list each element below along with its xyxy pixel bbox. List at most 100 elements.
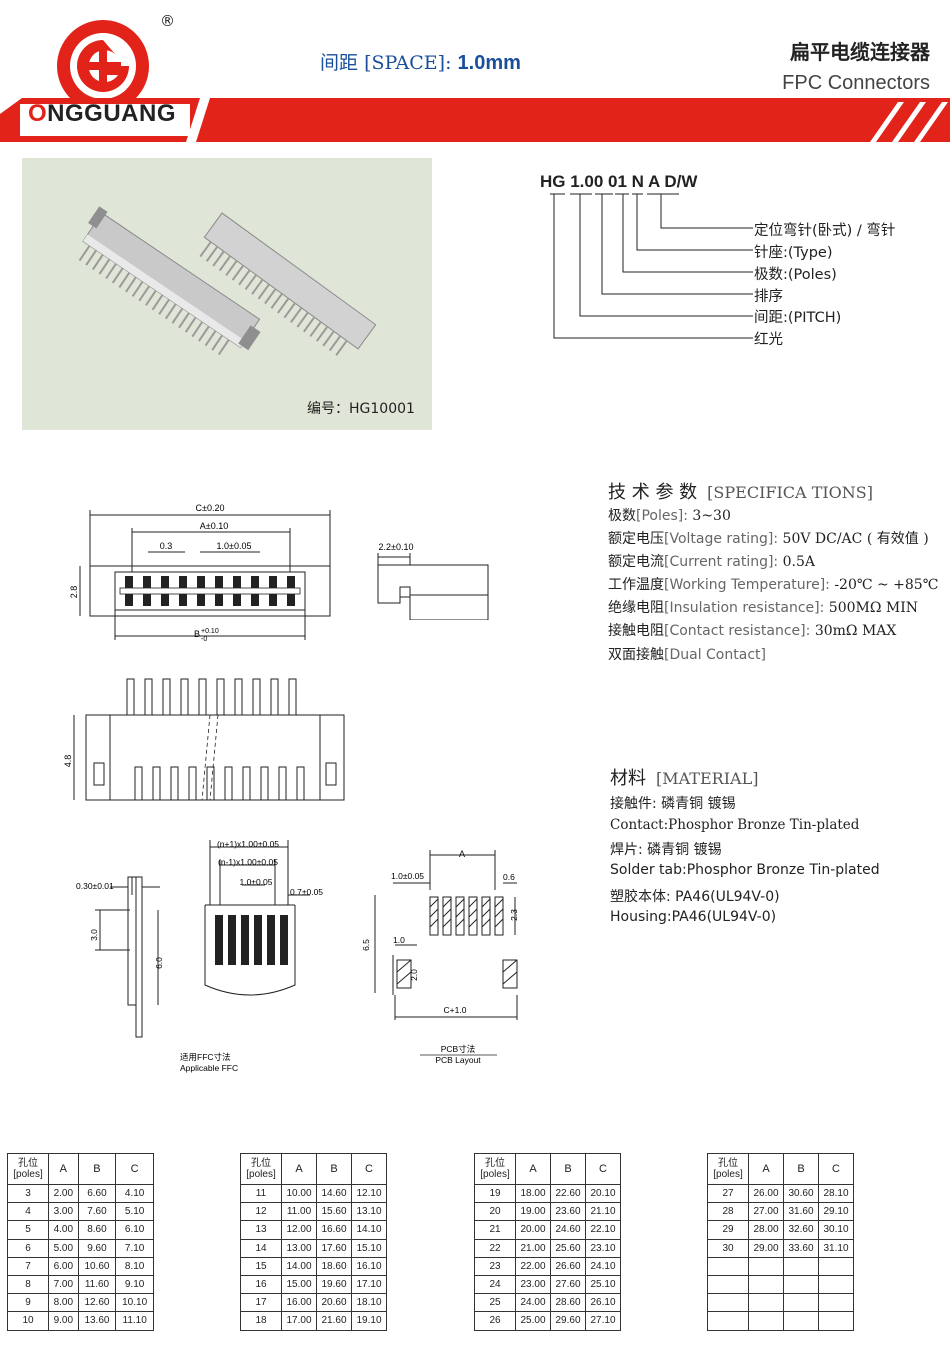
cell-c: 18.10: [351, 1293, 387, 1313]
cell-b: 26.60: [550, 1256, 586, 1276]
cell-c: [818, 1311, 854, 1331]
spec-row: 绝缘电阻[Insulation resistance]: 500MΩ MIN: [608, 597, 918, 617]
front-view-drawing: 4.8: [63, 678, 345, 801]
cell-b: 13.60: [77, 1311, 117, 1331]
cell-c: [818, 1256, 854, 1276]
cell-b: 6.60: [77, 1183, 117, 1204]
spec-label-en: [Poles]:: [636, 508, 688, 524]
cell-c: 6.10: [115, 1220, 154, 1240]
col-c: C: [818, 1153, 854, 1185]
cell-a: 20.00: [515, 1220, 551, 1240]
cell-a: 16.00: [281, 1293, 317, 1313]
col-poles: 孔位[poles]: [474, 1153, 516, 1185]
cell-poles: 18: [240, 1311, 282, 1331]
dim-ffc-pitch: 1.0±0.05: [239, 877, 272, 887]
cell-c: 27.10: [585, 1311, 621, 1331]
cell-a: 14.00: [281, 1256, 317, 1276]
spec-row: 额定电压[Voltage rating]: 50V DC/AC ( 有效值 ): [608, 528, 929, 548]
cell-b: 21.60: [316, 1311, 352, 1331]
cell-poles: 27: [707, 1183, 749, 1204]
space-label-en: [SPACE]:: [364, 52, 452, 74]
cell-poles: 5: [7, 1220, 49, 1240]
spec-value: -20℃ ~ +85℃: [834, 577, 939, 593]
space-label-cn: 间距: [320, 52, 359, 74]
cell-poles: 22: [474, 1238, 516, 1258]
brand-name: ONGGUANG: [28, 100, 176, 128]
cell-a: 23.00: [515, 1274, 551, 1295]
pcb-caption-cn: PCB寸法: [441, 1044, 475, 1054]
cell-poles: 20: [474, 1202, 516, 1222]
poles-label-cn: 孔位: [251, 1158, 271, 1169]
cell-c: 24.10: [585, 1256, 621, 1276]
cell-poles: 10: [7, 1311, 49, 1331]
material-heading: 材料[MATERIAL]: [610, 764, 758, 790]
cell-poles: 17: [240, 1293, 282, 1313]
ffc-caption-cn: 适用FFC寸法: [180, 1052, 231, 1062]
page-title-cn: 扁平电缆连接器: [790, 40, 930, 64]
poles-label-cn: 孔位: [718, 1158, 738, 1169]
cell-b: 10.60: [77, 1256, 117, 1276]
col-poles: 孔位[poles]: [707, 1153, 749, 1185]
material-line: Housing:PA46(UL94V-0): [610, 909, 777, 925]
cell-a: [748, 1293, 784, 1313]
cell-c: 5.10: [115, 1202, 154, 1222]
cell-poles: [707, 1274, 749, 1295]
cell-c: 12.10: [351, 1183, 387, 1204]
cell-b: [783, 1256, 819, 1276]
col-c: C: [351, 1153, 387, 1185]
cell-c: 22.10: [585, 1220, 621, 1240]
cell-b: 31.60: [783, 1202, 819, 1222]
poles-label-en: [poles]: [713, 1169, 743, 1180]
cell-poles: 21: [474, 1220, 516, 1240]
cell-b: 27.60: [550, 1274, 586, 1295]
space-value: 1.0mm: [457, 52, 521, 74]
cell-b: 33.60: [783, 1238, 819, 1258]
top-view-drawing: C±0.20 A±0.10 0.3 1.0±0.05 2.8 B +0.10 -…: [69, 503, 331, 643]
spec-value: 0.5A: [782, 554, 815, 570]
cell-poles: [707, 1293, 749, 1313]
cell-poles: [707, 1256, 749, 1276]
cell-poles: 3: [7, 1183, 49, 1204]
spec-label-cn: 接触电阻: [608, 623, 664, 639]
cell-poles: 19: [474, 1183, 516, 1204]
cell-b: 16.60: [316, 1220, 352, 1240]
cell-poles: 11: [240, 1183, 282, 1204]
specs-heading: 技 术 参 数[SPECIFICA TIONS]: [608, 478, 873, 504]
part-number-leader-lines: [550, 193, 753, 339]
photo-caption: 编号：HG10001: [307, 401, 415, 417]
dim-0-30: 0.30±0.01: [76, 881, 114, 891]
material-heading-en: [MATERIAL]: [656, 769, 759, 788]
cell-poles: 25: [474, 1293, 516, 1313]
spec-label-cn: 极数: [608, 508, 636, 524]
cell-a: 12.00: [281, 1220, 317, 1240]
cell-poles: 9: [7, 1293, 49, 1313]
col-a: A: [281, 1153, 317, 1185]
spec-row: 工作温度[Working Temperature]: -20℃ ~ +85℃: [608, 574, 938, 594]
dim-pitch: 1.0±0.05: [217, 541, 252, 551]
cell-a: [748, 1274, 784, 1295]
specs-heading-cn: 技 术 参 数: [608, 482, 698, 503]
cell-b: 28.60: [550, 1293, 586, 1313]
dim-side: 2.2±0.10: [379, 542, 414, 552]
cell-b: 11.60: [77, 1274, 117, 1295]
cell-c: [818, 1293, 854, 1313]
cell-a: 21.00: [515, 1238, 551, 1258]
cell-c: 19.10: [351, 1311, 387, 1331]
